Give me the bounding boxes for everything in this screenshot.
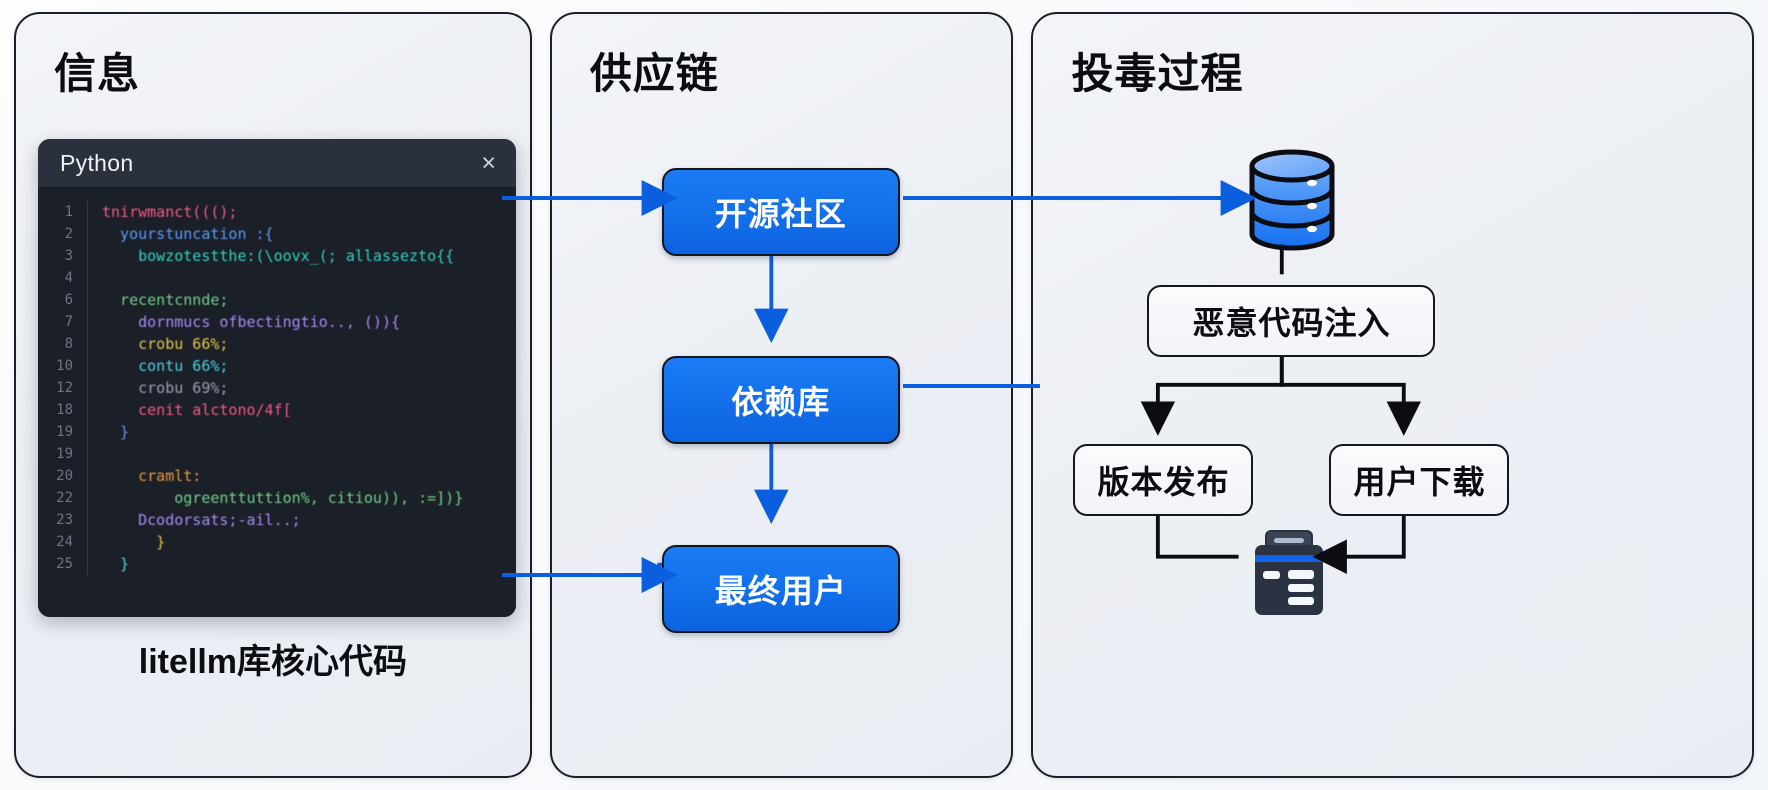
code-line-text: contu 66%;	[102, 357, 229, 375]
code-line-text: yourstuncation :{	[102, 225, 274, 243]
node-dependency-library[interactable]: 依赖库	[661, 356, 900, 444]
code-line: 8 crobu 66%;	[38, 333, 516, 355]
code-line-number: 1	[38, 201, 88, 223]
code-line-number: 3	[38, 245, 88, 267]
node-open-source-community[interactable]: 开源社区	[661, 168, 900, 256]
code-line-number: 23	[38, 509, 88, 531]
database-icon	[1249, 149, 1335, 251]
code-line-text: crobu 69%;	[102, 379, 229, 397]
code-line-number: 8	[38, 333, 88, 355]
code-line: 7 dornmucs ofbectingtio.., ()){	[38, 311, 516, 333]
code-line-text: }	[102, 533, 166, 551]
code-line-text: cenit alctono/4f[	[102, 401, 292, 419]
code-line-text: dornmucs ofbectingtio.., ()){	[102, 313, 401, 331]
node-end-user[interactable]: 最终用户	[661, 545, 900, 633]
code-line-text: crobu 66%;	[102, 335, 229, 353]
code-line-text: }	[102, 555, 130, 573]
code-line-text: ogreenttuttion%, citiou)), :=])}	[102, 489, 464, 507]
code-line-number: 18	[38, 399, 88, 421]
code-line-number: 22	[38, 487, 88, 509]
panel-info: 信息 Python × 1 tnirwmanct(((); 2 yourstunca…	[14, 12, 532, 778]
code-line-number: 12	[38, 377, 88, 399]
code-line: 24 }	[38, 531, 516, 553]
code-window[interactable]: Python × 1 tnirwmanct(((); 2 yourstuncatio…	[38, 139, 516, 617]
code-line-text: tnirwmanct((();	[102, 203, 238, 221]
code-line-number: 4	[38, 267, 88, 289]
close-icon[interactable]: ×	[481, 148, 496, 177]
code-line-text: recentcnnde;	[102, 291, 229, 309]
panel-info-title: 信息	[54, 50, 141, 97]
code-window-titlebar: Python ×	[38, 139, 516, 187]
clipboard-document-icon	[1255, 530, 1324, 615]
code-line: 22 ogreenttuttion%, citiou)), :=])}	[38, 487, 516, 509]
code-line: 12 crobu 69%;	[38, 377, 516, 399]
code-line: 4	[38, 267, 516, 289]
code-line: 18 cenit alctono/4f[	[38, 399, 516, 421]
code-line: 23 Dcodorsats;-ail..;	[38, 509, 516, 531]
code-line: 19 }	[38, 421, 516, 443]
code-line: 3 bowzotestthe:(\oovx_(; allassezto{{	[38, 245, 516, 267]
code-line: 19	[38, 443, 516, 465]
code-line-text: cramlt:	[102, 467, 202, 485]
code-line-text: Dcodorsats;-ail..;	[102, 511, 301, 529]
code-line-text: bowzotestthe:(\oovx_(; allassezto{{	[102, 247, 455, 265]
poison-connectors	[1141, 244, 1422, 575]
code-line: 10 contu 66%;	[38, 355, 516, 377]
code-line-number: 10	[38, 355, 88, 377]
code-line: 1 tnirwmanct((();	[38, 201, 516, 223]
code-line-number: 6	[38, 289, 88, 311]
code-line-number: 2	[38, 223, 88, 245]
code-line-number: 25	[38, 553, 88, 575]
code-caption: litellm库核心代码	[138, 643, 408, 681]
code-line: 2 yourstuncation :{	[38, 223, 516, 245]
code-line: 6 recentcnnde;	[38, 289, 516, 311]
node-user-download[interactable]: 用户下载	[1329, 444, 1510, 516]
code-line: 25 }	[38, 553, 516, 575]
code-line: 20 cramlt:	[38, 465, 516, 487]
code-line-text: }	[102, 423, 130, 441]
node-version-release[interactable]: 版本发布	[1073, 444, 1254, 516]
code-language-label: Python	[60, 149, 134, 176]
code-line-number: 19	[38, 443, 88, 465]
code-line-number: 24	[38, 531, 88, 553]
panel-poisoning-title: 投毒过程	[1071, 50, 1244, 97]
node-malicious-code-injection[interactable]: 恶意代码注入	[1147, 285, 1436, 357]
code-line-number: 7	[38, 311, 88, 333]
panel-supply-chain-title: 供应链	[589, 50, 719, 97]
code-line-number: 19	[38, 421, 88, 443]
panel-supply-chain: 供应链 开源社区 依赖库 最终用户	[549, 12, 1014, 778]
code-line-number: 20	[38, 465, 88, 487]
panel-poisoning-process: 投毒过程	[1031, 12, 1754, 778]
